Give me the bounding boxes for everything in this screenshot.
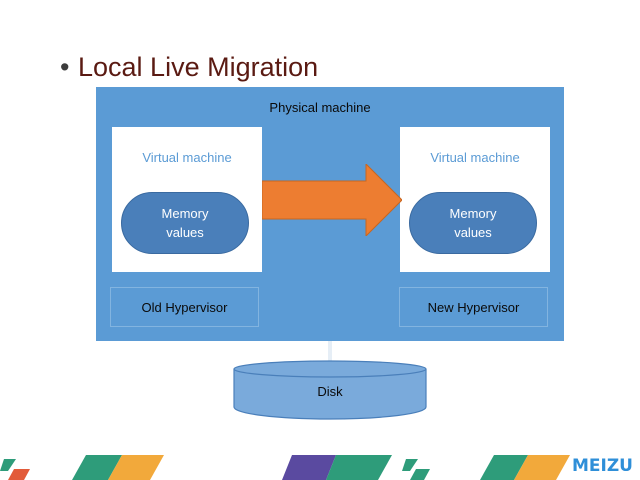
new-vm-label: Virtual machine [430,150,520,165]
svg-text:MEIZU: MEIZU [572,456,633,474]
disk-label: Disk [317,384,343,399]
decor-stripe-2 [72,455,164,480]
disk-connector-line [328,341,332,371]
migration-arrow-icon [262,164,402,236]
disk-cylinder-icon [233,360,427,420]
slide-title-text: Local Live Migration [78,52,319,82]
decor-stripe-3 [282,455,392,480]
decor-stripe-5 [480,455,570,480]
decor-stripe-1 [0,459,30,480]
new-hypervisor: New Hypervisor [399,287,548,327]
decor-stripe-4 [402,459,430,480]
new-virtual-machine: Virtual machine Memory values [400,127,550,272]
meizu-logo: MEIZU [572,454,634,476]
new-memory-values: Memory values [409,192,537,254]
slide-title: • Local Live Migration [60,52,318,83]
old-virtual-machine: Virtual machine Memory values [112,127,262,272]
bullet: • [60,52,70,82]
physical-machine-label: Physical machine [269,100,371,115]
old-vm-label: Virtual machine [142,150,232,165]
old-memory-values: Memory values [121,192,249,254]
old-hypervisor: Old Hypervisor [110,287,259,327]
